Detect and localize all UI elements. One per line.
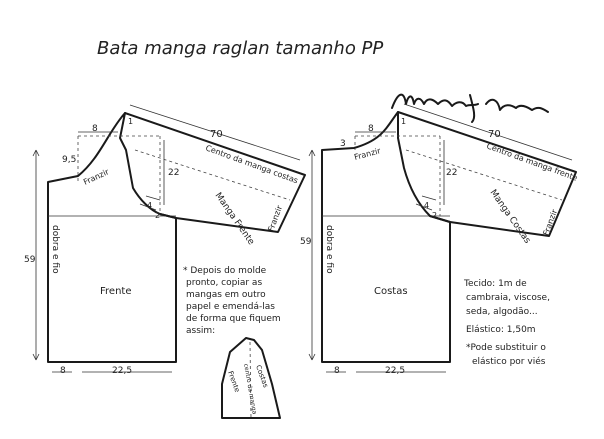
front-armhole-grain: Franzir <box>82 167 111 187</box>
back-armhole-grain: Franzir <box>353 146 382 162</box>
front-dim-sleeve-length: 70 <box>210 129 223 140</box>
back-dim-small-b: 2 <box>432 211 437 220</box>
front-dim-small-a: 4 <box>147 201 152 210</box>
note-line: assim: <box>186 326 215 336</box>
back-sleeve-outline <box>397 111 577 237</box>
front-dim-neck-drop: 9,5 <box>62 155 76 165</box>
mini-front-label: Frente <box>226 370 241 393</box>
materials-note: Tecido: 1m de cambraia, viscose, seda, a… <box>463 279 550 367</box>
back-sleeve-center-label: Centro da manga frente <box>485 141 578 182</box>
assembly-note: * Depois do molde pronto, copiar as mang… <box>183 266 281 419</box>
front-sleeve-grain: Franzir <box>266 204 284 233</box>
back-corner-mark: 1 <box>401 117 406 126</box>
note-line: papel e emendá-las <box>186 302 275 312</box>
materials-line: cambraia, viscose, <box>466 293 550 303</box>
back-fold-label: dobra e fio <box>324 225 334 274</box>
front-dim-sleeve-side: 22 <box>168 168 179 178</box>
back-dim-small-a: 4 <box>424 201 429 210</box>
front-fold-label: dobra e fio <box>50 225 60 274</box>
back-dim-neck-drop: 3 <box>340 139 346 149</box>
front-sleeve-outline <box>124 112 306 233</box>
back-sleeve-label: Manga Costas <box>488 188 533 246</box>
back-dim-bottom-right: 22,5 <box>385 366 405 376</box>
note-line: * Depois do molde <box>183 266 267 276</box>
front-dim-bottom-right: 22,5 <box>112 366 132 376</box>
note-line: de forma que fiquem <box>186 314 281 324</box>
materials-line: seda, algodão... <box>466 307 538 317</box>
front-corner-mark: 1 <box>128 117 133 126</box>
page-title: Bata manga raglan tamanho PP <box>97 38 383 59</box>
back-piece-label: Costas <box>374 286 408 297</box>
signature <box>391 93 549 123</box>
back-dim-height: 59 <box>300 237 312 247</box>
back-dim-top-width: 8 <box>368 124 374 134</box>
front-piece-label: Frente <box>100 286 131 297</box>
mini-center-label: centro da manga <box>242 363 258 415</box>
front-sleeve-center-label: Centro da manga costas <box>204 143 299 185</box>
front-dim-height: 59 <box>24 255 36 265</box>
materials-line: *Pode substituir o <box>466 343 546 353</box>
back-dim-sleeve-length: 70 <box>488 129 501 140</box>
back-body-outline <box>321 111 451 363</box>
front-dim-small-b: 2 <box>155 211 160 220</box>
front-sleeve-label: Manga Frente <box>213 191 257 247</box>
back-pattern: 8 3 70 22 4 2 1 59 8 22,5 Costas dobra e… <box>300 103 579 376</box>
front-body-outline <box>47 112 177 363</box>
mini-sleeve-sketch <box>221 337 281 419</box>
back-sleeve-grain: Franzir <box>541 208 559 237</box>
back-dim-bottom-left: 8 <box>334 366 340 376</box>
materials-line: elástico por viés <box>472 356 546 367</box>
note-line: pronto, copiar as <box>186 278 262 288</box>
materials-line: Elástico: 1,50m <box>466 325 536 335</box>
front-dim-top-width: 8 <box>92 124 98 134</box>
back-dim-sleeve-side: 22 <box>446 168 457 178</box>
front-pattern: 8 9,5 70 22 4 2 1 59 8 22,5 Frente dobra… <box>24 104 306 376</box>
front-dim-bottom-left: 8 <box>60 366 66 376</box>
materials-line: Tecido: 1m de <box>463 279 527 289</box>
note-line: mangas em outro <box>186 290 266 300</box>
